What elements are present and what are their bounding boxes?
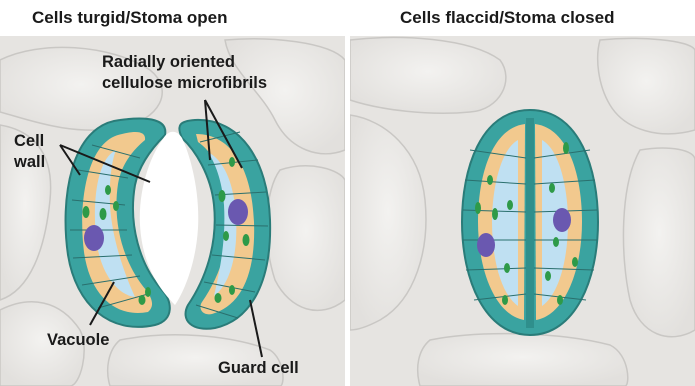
label-microfibrils-line1: Radially oriented xyxy=(102,53,235,71)
panel-title-closed: Cells flaccid/Stoma closed xyxy=(400,8,614,27)
label-cell-wall-line1: Cell xyxy=(14,132,44,150)
label-microfibrils-line2: cellulose microfibrils xyxy=(102,74,267,92)
closed-stoma xyxy=(462,110,598,335)
stomatal-pore-closed xyxy=(526,118,534,328)
nucleus xyxy=(84,225,104,251)
open-stoma xyxy=(66,119,271,329)
nucleus xyxy=(228,199,248,225)
nucleus xyxy=(477,233,495,257)
label-vacuole: Vacuole xyxy=(47,331,109,349)
nucleus xyxy=(553,208,571,232)
label-cell-wall-line2: wall xyxy=(13,153,45,171)
panel-title-open: Cells turgid/Stoma open xyxy=(32,8,228,27)
label-guard-cell: Guard cell xyxy=(218,359,299,377)
panel-divider xyxy=(345,36,350,386)
